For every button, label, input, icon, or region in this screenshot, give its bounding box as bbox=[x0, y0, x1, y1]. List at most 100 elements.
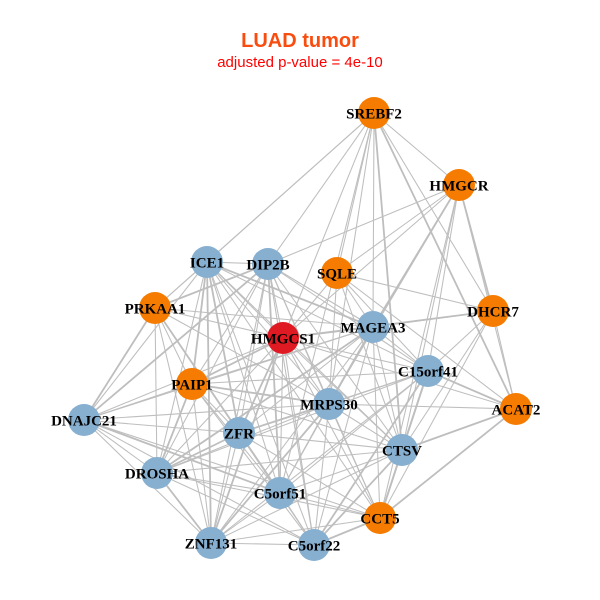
edge-MAGEA3-ZFR bbox=[238, 326, 374, 434]
node-label-DROSHA: DROSHA bbox=[125, 466, 189, 482]
edge-MAGEA3-CTSV bbox=[372, 326, 403, 451]
node-label-SQLE: SQLE bbox=[317, 266, 357, 282]
edge-SREBF2-DHCR7 bbox=[373, 112, 494, 312]
node-ICE1 bbox=[191, 246, 223, 278]
edge-ACAT2-MRPS30 bbox=[328, 403, 517, 410]
edge-MRPS30-DNAJC21 bbox=[83, 403, 330, 421]
edge-SQLE-CTSV bbox=[336, 272, 403, 451]
edge-DIP2B-MRPS30 bbox=[267, 263, 330, 405]
edge-SREBF2-DIP2B bbox=[267, 112, 375, 265]
plot-subtitle: adjusted p-value = 4e-10 bbox=[217, 54, 383, 71]
node-DIP2B bbox=[252, 248, 284, 280]
edge-ACAT2-HMGCS1 bbox=[282, 337, 517, 410]
edge-SREBF2-ACAT2 bbox=[373, 112, 517, 410]
node-DROSHA bbox=[141, 457, 173, 489]
edge-CTSV-DROSHA bbox=[156, 449, 403, 474]
edge-ZNF131-C5orf22 bbox=[210, 542, 315, 546]
edge-DHCR7-CCT5 bbox=[379, 310, 494, 519]
edge-HMGCS1-C15orf41 bbox=[282, 337, 429, 372]
edge-CCT5-MRPS30 bbox=[328, 403, 381, 519]
edge-PRKAA1-ZNF131 bbox=[154, 307, 212, 544]
node-label-DNAJC21: DNAJC21 bbox=[51, 413, 117, 429]
edge-DIP2B-C5orf51 bbox=[267, 263, 281, 494]
edge-PRKAA1-DNAJC21 bbox=[83, 307, 156, 421]
edge-DROSHA-C5orf22 bbox=[156, 472, 315, 546]
edge-C15orf41-DROSHA bbox=[156, 370, 429, 474]
edge-DIP2B-ZFR bbox=[238, 263, 269, 434]
edge-SREBF2-HMGCS1 bbox=[282, 112, 375, 339]
edge-MAGEA3-DNAJC21 bbox=[83, 326, 374, 421]
edge-DNAJC21-ZFR bbox=[83, 419, 240, 434]
edge-DNAJC21-C5orf51 bbox=[83, 419, 281, 494]
node-label-ACAT2: ACAT2 bbox=[492, 402, 541, 418]
edge-HMGCS1-PAIP1 bbox=[191, 337, 284, 385]
node-CCT5 bbox=[364, 502, 396, 534]
edge-HMGCR-CCT5 bbox=[379, 184, 460, 519]
edge-HMGCR-C15orf41 bbox=[427, 184, 460, 372]
node-CTSV bbox=[386, 434, 418, 466]
edge-ICE1-C15orf41 bbox=[206, 261, 429, 372]
edge-CCT5-ZNF131 bbox=[210, 517, 381, 544]
edge-PRKAA1-DROSHA bbox=[154, 307, 158, 474]
edge-ICE1-ZNF131 bbox=[206, 261, 212, 544]
edge-CTSV-C5orf22 bbox=[313, 449, 403, 546]
edge-SQLE-DHCR7 bbox=[336, 272, 494, 312]
edge-HMGCS1-ZFR bbox=[238, 337, 284, 434]
node-PRKAA1 bbox=[139, 292, 171, 324]
plot-title: LUAD tumor bbox=[241, 30, 359, 52]
node-label-PAIP1: PAIP1 bbox=[171, 377, 212, 393]
node-C15orf41 bbox=[412, 355, 444, 387]
edge-ZFR-CTSV bbox=[238, 432, 403, 451]
node-label-MRPS30: MRPS30 bbox=[300, 397, 358, 413]
edge-DIP2B-DNAJC21 bbox=[83, 263, 269, 421]
edge-ICE1-DNAJC21 bbox=[83, 261, 208, 421]
node-label-HMGCS1: HMGCS1 bbox=[251, 331, 315, 347]
node-label-ZNF131: ZNF131 bbox=[185, 536, 238, 552]
edge-DIP2B-C15orf41 bbox=[267, 263, 429, 372]
edge-PAIP1-MRPS30 bbox=[191, 383, 330, 405]
edge-ICE1-C5orf51 bbox=[206, 261, 281, 494]
edge-HMGCR-HMGCS1 bbox=[282, 184, 460, 339]
node-label-SREBF2: SREBF2 bbox=[346, 106, 402, 122]
node-label-DHCR7: DHCR7 bbox=[467, 304, 519, 320]
edge-DHCR7-CTSV bbox=[401, 310, 494, 451]
node-label-DIP2B: DIP2B bbox=[246, 257, 289, 273]
node-label-MAGEA3: MAGEA3 bbox=[341, 320, 406, 336]
node-C5orf51 bbox=[264, 477, 296, 509]
node-HMGCS1 bbox=[267, 322, 299, 354]
edge-SQLE-ACAT2 bbox=[336, 272, 517, 410]
edge-HMGCR-CTSV bbox=[401, 184, 460, 451]
node-MRPS30 bbox=[313, 388, 345, 420]
node-label-C5orf51: C5orf51 bbox=[254, 486, 307, 502]
edge-C15orf41-C5orf51 bbox=[279, 370, 429, 494]
node-HMGCR bbox=[443, 169, 475, 201]
edge-MRPS30-ZNF131 bbox=[210, 403, 330, 544]
edge-ICE1-ZFR bbox=[206, 261, 240, 434]
node-circles bbox=[68, 97, 532, 561]
node-SREBF2 bbox=[358, 97, 390, 129]
edge-CTSV-C5orf51 bbox=[279, 449, 403, 494]
edge-ACAT2-CTSV bbox=[401, 408, 517, 451]
node-ACAT2 bbox=[500, 393, 532, 425]
edge-MAGEA3-C5orf22 bbox=[313, 326, 374, 546]
edge-HMGCS1-C5orf51 bbox=[279, 337, 284, 494]
edge-SREBF2-HMGCR bbox=[373, 112, 460, 186]
edge-CCT5-DNAJC21 bbox=[83, 419, 381, 519]
node-label-CCT5: CCT5 bbox=[360, 511, 399, 527]
node-ZNF131 bbox=[195, 527, 227, 559]
edge-CCT5-ZFR bbox=[238, 432, 381, 519]
edge-DIP2B-MAGEA3 bbox=[267, 263, 374, 328]
edge-MRPS30-C5orf22 bbox=[313, 403, 330, 546]
edge-ACAT2-CCT5 bbox=[379, 408, 517, 519]
node-label-CTSV: CTSV bbox=[382, 443, 422, 459]
node-MAGEA3 bbox=[357, 311, 389, 343]
node-label-PRKAA1: PRKAA1 bbox=[125, 301, 186, 317]
node-label-HMGCR: HMGCR bbox=[429, 178, 488, 194]
node-label-ZFR: ZFR bbox=[224, 426, 254, 442]
edge-CCT5-MAGEA3 bbox=[372, 326, 381, 519]
edge-CCT5-C5orf51 bbox=[279, 492, 381, 519]
edge-ZFR-ZNF131 bbox=[210, 432, 240, 544]
edge-DHCR7-ACAT2 bbox=[492, 310, 517, 410]
